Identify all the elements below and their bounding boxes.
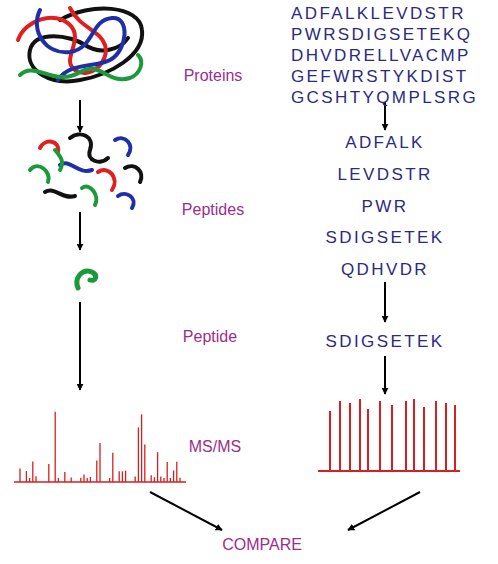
sequence-text: SDIGSETEK bbox=[326, 228, 445, 248]
sequence-text: LEVDSTR bbox=[337, 165, 432, 185]
experimental-spectrum bbox=[14, 412, 186, 482]
sequence-text: QDHVDR bbox=[341, 260, 429, 280]
stage-label: Peptides bbox=[182, 200, 244, 219]
stage-label: MS/MS bbox=[189, 437, 241, 456]
peptide-fragments bbox=[30, 134, 141, 208]
stage-label: Peptide bbox=[183, 327, 237, 346]
flow-arrow bbox=[80, 100, 420, 530]
stage-label: COMPARE bbox=[222, 535, 302, 554]
sequence-text: ADFALK bbox=[345, 133, 425, 153]
sequence-text: GEFWRSTYKDIST bbox=[291, 67, 469, 87]
sequence-text: PWRSDIGSETEKQ bbox=[291, 25, 472, 45]
sequence-text: GCSHTYQMPLSRG bbox=[291, 88, 478, 108]
sequence-text: DHVDRELLVACMP bbox=[291, 46, 471, 66]
theoretical-spectrum bbox=[318, 399, 460, 471]
sequence-text: PWR bbox=[362, 197, 409, 217]
sequence-text: SDIGSETEK bbox=[326, 332, 445, 352]
stage-label: Proteins bbox=[184, 66, 243, 85]
single-peptide bbox=[77, 271, 96, 288]
protein-tangle bbox=[18, 8, 142, 81]
sequence-text: ADFALKLEVDSTR bbox=[291, 4, 466, 24]
